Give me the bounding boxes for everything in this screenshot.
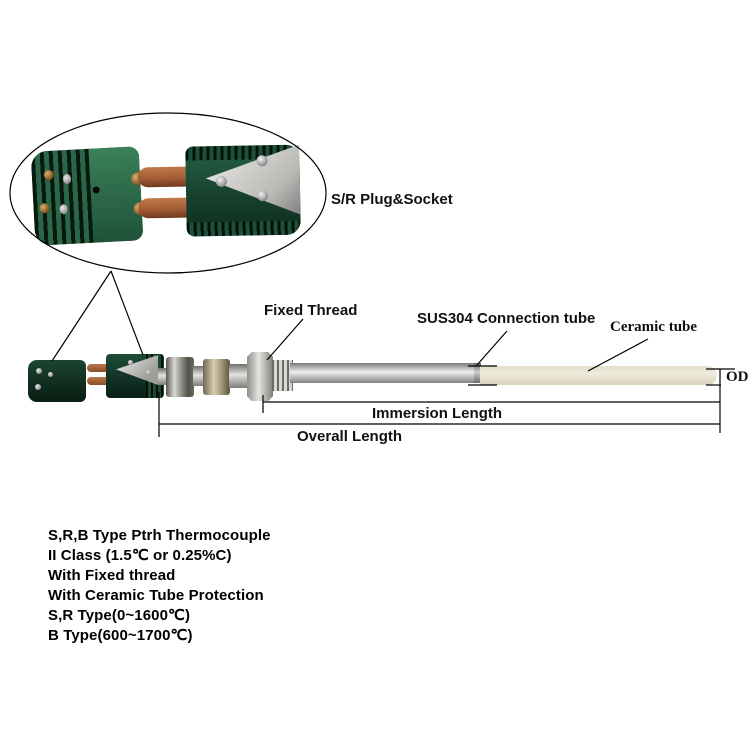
hex-nut-2 <box>203 359 230 395</box>
ceramic-tube <box>480 366 717 385</box>
probe-shaft <box>193 366 204 386</box>
leader-line-fixed-thread <box>266 318 304 361</box>
socket-face <box>88 146 144 243</box>
plug-ribs <box>186 220 301 237</box>
connection-tube <box>290 363 481 383</box>
label-od: OD <box>726 369 749 385</box>
label-fixed-thread: Fixed Thread <box>264 302 358 319</box>
probe-plug <box>106 354 164 398</box>
connection-tube-end <box>474 363 481 383</box>
leader-line-plug <box>110 270 144 356</box>
label-ceramic-tube: Ceramic tube <box>610 319 698 335</box>
probe-shaft <box>229 364 249 388</box>
description-line: S,R,B Type Ptrh Thermocouple <box>48 527 271 544</box>
probe-metal-bracket <box>116 355 158 385</box>
bracket-screw <box>257 190 269 202</box>
fixed-thread-flange <box>247 352 273 401</box>
plug-pin <box>137 166 192 188</box>
label-overall-length: Overall Length <box>297 428 403 445</box>
plug-photo <box>137 139 301 238</box>
probe-socket-dot <box>36 368 42 374</box>
description-line: With Ceramic Tube Protection <box>48 587 264 604</box>
description-text: S,R,B Type Ptrh Thermocouple II Class (1… <box>48 526 271 646</box>
description-line: S,R Type(0~1600℃) <box>48 607 191 624</box>
thread-section <box>272 360 293 391</box>
probe-socket <box>28 360 86 402</box>
probe-socket-dot <box>35 384 41 390</box>
probe-pin <box>87 377 112 385</box>
probe-pin <box>87 364 112 372</box>
socket-photo <box>30 146 144 246</box>
leader-line-connection-tube <box>476 330 508 366</box>
label-connection-tube: SUS304 Connection tube <box>417 310 596 327</box>
probe-bracket-screw <box>146 370 151 375</box>
plug-pin <box>138 197 193 219</box>
hex-nut-1 <box>166 357 194 397</box>
description-line: B Type(600~1700℃) <box>48 627 193 644</box>
description-line: II Class (1.5℃ or 0.25%C) <box>48 547 232 564</box>
probe-shaft <box>158 368 168 385</box>
socket-ribs <box>30 148 94 246</box>
label-immersion-length: Immersion Length <box>372 405 503 422</box>
description-line: With Fixed thread <box>48 567 176 584</box>
probe-socket-dot <box>48 372 53 377</box>
probe-bracket-screw <box>128 360 133 365</box>
label-plug-socket: S/R Plug&Socket <box>331 191 453 208</box>
leader-line-socket <box>51 270 112 362</box>
